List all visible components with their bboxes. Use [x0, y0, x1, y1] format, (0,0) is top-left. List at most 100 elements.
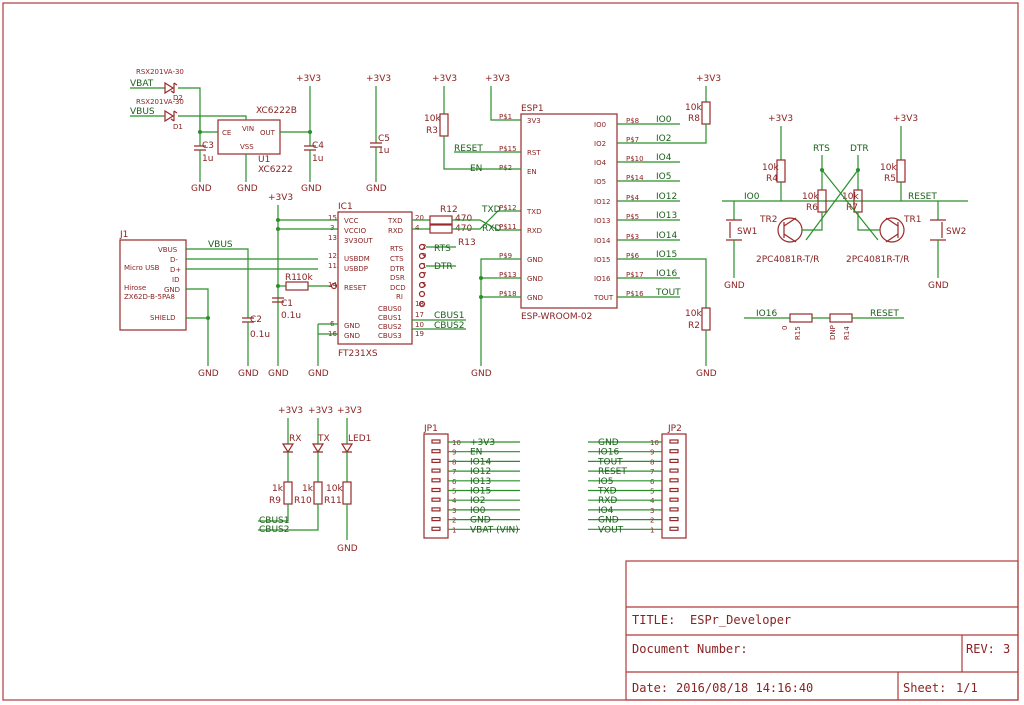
esp-pin-num: P$14: [626, 174, 644, 182]
net-cbus1-led: CBUS1: [259, 516, 290, 526]
r5-ref: R5: [884, 174, 896, 184]
r6-ref: R6: [806, 203, 818, 213]
resistor-r5: [896, 159, 906, 183]
c1-value: 0.1u: [281, 311, 301, 321]
gnd-ic1: GND: [308, 369, 329, 379]
ic1-pin-3v3out: 3V3OUT: [344, 237, 373, 245]
resistor-r9: [283, 481, 293, 505]
jp1-net-label: GND: [470, 516, 491, 526]
esp-name: ESP-WROOM-02: [521, 312, 592, 322]
ic1-pin-usbdp: USBDP: [344, 265, 368, 273]
ic1-pin-num: 10: [415, 321, 424, 329]
esp-net-label: IO16: [656, 269, 677, 279]
esp-pin-label: GND: [527, 256, 543, 264]
supply-3v3-b: +3V3: [366, 74, 391, 84]
jp2-ref: JP2: [667, 424, 682, 434]
r15-ref: R15: [794, 326, 802, 340]
u1-ref: U1: [258, 155, 270, 165]
j1-pin-id: ID: [172, 276, 179, 284]
r1-value: 10k: [296, 273, 313, 283]
supply-3v3-tx: +3V3: [308, 406, 333, 416]
ic1-pin-gnd2: GND: [344, 332, 360, 340]
r8-ref: R8: [688, 114, 700, 124]
resistor-r11: [342, 481, 352, 505]
jp1-ref: JP1: [423, 424, 438, 434]
r3-ref: R3: [426, 126, 438, 136]
r10-value: 1k: [302, 484, 314, 494]
gnd-u1: GND: [237, 184, 258, 194]
diode-d2: [164, 81, 178, 95]
sw1-ref: SW1: [737, 227, 757, 237]
jp2-net-label: GND: [598, 438, 619, 448]
esp-pin-label: TXD: [526, 208, 541, 216]
led1-label: LED1: [348, 434, 371, 444]
esp-pin-label: RXD: [527, 227, 542, 235]
esp-net-label: IO0: [656, 115, 672, 125]
supply-3v3-r5: +3V3: [893, 114, 918, 124]
ic1-pin-ri: RI: [396, 293, 403, 301]
r14-ref: R14: [843, 326, 851, 340]
led-rx: [281, 443, 295, 454]
jp2-pin-num: 4: [650, 497, 655, 505]
net-vbat: VBAT: [130, 79, 154, 89]
jp2-pin: [669, 478, 679, 483]
jp2-net-label: VOUT: [598, 525, 624, 535]
ic1-pin-num: 14: [328, 281, 337, 289]
jp2-pin-num: 7: [650, 468, 654, 476]
esp-pin-num: P$12: [499, 204, 517, 212]
r8-value: 10k: [685, 103, 702, 113]
r13-ref: R13: [458, 238, 476, 248]
reg-pin-vin: VIN: [242, 125, 254, 133]
sheet-value: 1/1: [956, 681, 978, 695]
jp2-pin: [669, 487, 679, 493]
ic1-pin-num: 3: [330, 224, 334, 232]
jp2-net-label: TXD: [597, 487, 617, 497]
title-label: TITLE:: [632, 613, 675, 627]
ic1-pin-num: 4: [415, 224, 420, 232]
reg-pin-vss: VSS: [240, 143, 254, 151]
tr2-value: 2PC4081R-T/R: [756, 255, 819, 265]
jp1-net-label: +3V3: [470, 438, 495, 448]
supply-3v3-esp: +3V3: [485, 74, 510, 84]
ic1-pin-rxd: RXD: [388, 227, 403, 235]
esp-pin-num: P$8: [626, 117, 639, 125]
rx-label: RX: [289, 434, 301, 444]
r11-ref: R11: [324, 496, 342, 506]
supply-3v3-c: +3V3: [268, 193, 293, 203]
r2-value: 10k: [685, 309, 702, 319]
j1-body: [119, 239, 187, 331]
r7-value: 10k: [842, 192, 859, 202]
resistor-r12: [429, 215, 453, 225]
jp1-net-label: EN: [470, 448, 482, 458]
r3-value: 10k: [424, 114, 441, 124]
ic1-pin-cbus2: CBUS2: [378, 323, 402, 331]
jp1-net-label: IO2: [470, 496, 485, 506]
net-dtr-auto: DTR: [850, 144, 869, 154]
ic1-pin-num: 17: [415, 311, 424, 319]
ic1-pin-num: 11: [328, 262, 337, 270]
jp1-pin: [431, 468, 441, 473]
regulator-u1: [217, 119, 281, 155]
jp2-pin: [669, 468, 679, 473]
esp-pin-label: IO14: [594, 237, 611, 245]
esp-pin-num: P$2: [499, 164, 512, 172]
jp1-body: [423, 433, 449, 539]
esp-pin-label: IO16: [594, 275, 611, 283]
jp1-pin-num: 8: [452, 458, 456, 466]
jp1-pin: [431, 516, 441, 522]
led-led1: [340, 443, 354, 454]
jp1-net-label: IO0: [470, 506, 486, 516]
ic1-pin-vcc: VCC: [344, 217, 359, 225]
esp-pin-label: IO13: [594, 217, 610, 225]
led-section: +3V3 +3V3 +3V3 RX TX LED1 1k R9 1k R10 1…: [258, 406, 371, 554]
net-cbus2-led: CBUS2: [259, 525, 290, 535]
jp2-net-label: GND: [598, 516, 619, 526]
j1-maker-label: Hirose: [124, 284, 146, 292]
jp1-pin: [431, 497, 441, 502]
jp1-pin-num: 6: [452, 478, 457, 486]
esp-net-label: IO5: [656, 172, 671, 182]
ic1-pin-num: 15: [328, 214, 337, 222]
ic1-pin-vccio: VCCIO: [344, 227, 367, 235]
ic1-pin-num: 20: [415, 214, 424, 222]
jp2-pin: [669, 449, 679, 454]
